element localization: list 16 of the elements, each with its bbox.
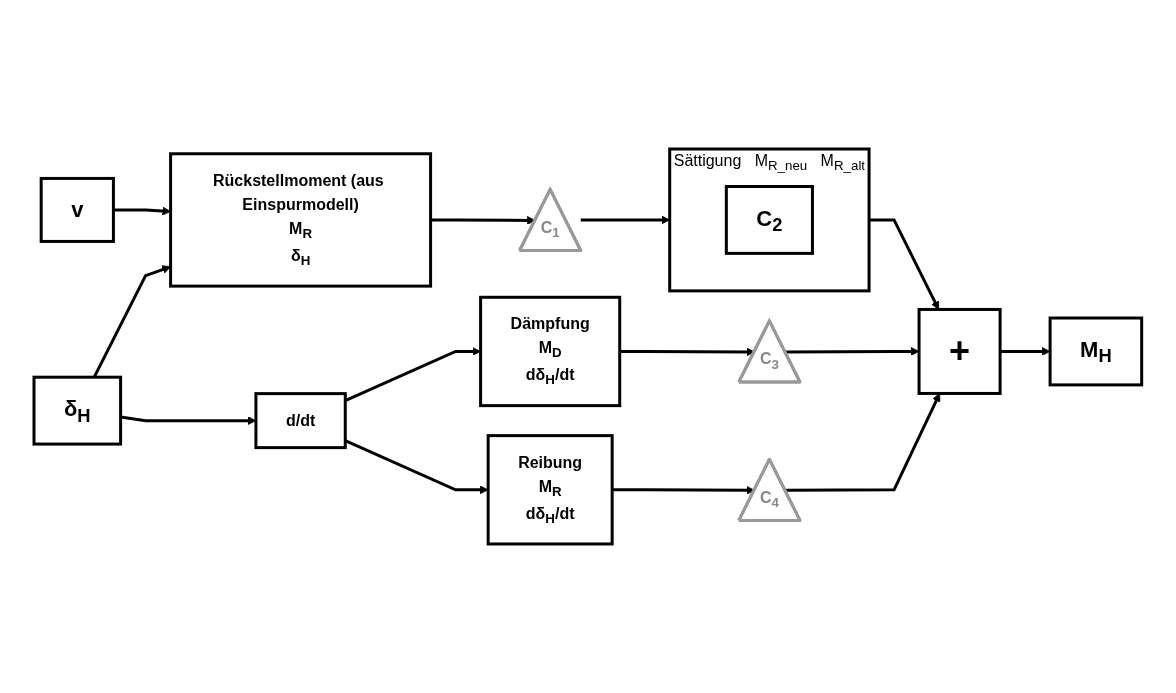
arrow — [612, 485, 756, 495]
node-box: Rückstellmoment (aus Einspurmodell) M$_{R}$ δ$_{H}$ — [169, 152, 433, 288]
arrow — [1000, 347, 1051, 356]
arrow — [120, 415, 257, 426]
node-box: M$_{H}$ — [1048, 316, 1144, 387]
arrow — [785, 347, 920, 356]
arrow — [785, 393, 941, 492]
node-box: d/dt — [254, 392, 347, 450]
arrow — [430, 216, 536, 225]
node-box: + — [917, 307, 1002, 395]
node-box: C$_{2}$ — [725, 185, 815, 255]
node-box: δ$_{H}$ — [32, 375, 123, 446]
node-box: v — [39, 176, 116, 243]
node-box: Reibung M$_{R}$ dδ$_{H}$/dt — [486, 434, 614, 546]
node-box: Dämpfung M$_{D}$ dδ$_{H}$/dt — [479, 295, 622, 408]
arrow — [869, 218, 940, 310]
